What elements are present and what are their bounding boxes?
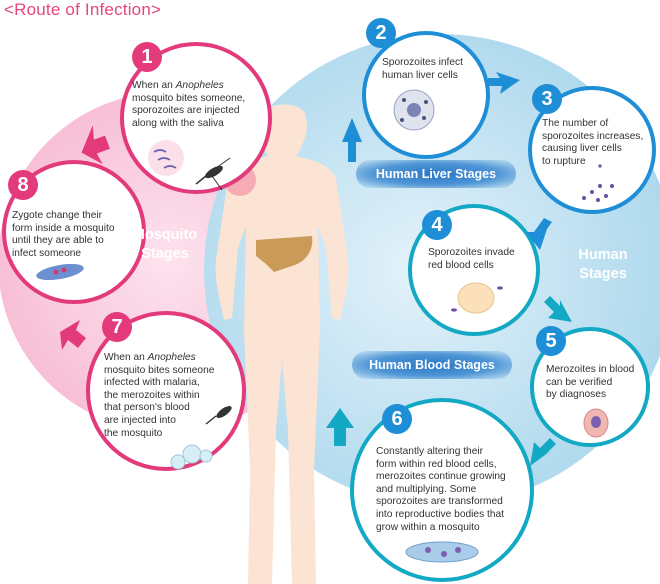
- step-3-line-2: sporozoites increases,: [542, 130, 644, 142]
- step-8-number: 8: [8, 170, 38, 200]
- step-6-line-2: form within red blood cells,: [376, 458, 497, 470]
- mosquito-stages-label: Mosquito Stages: [130, 226, 200, 264]
- step-3-line-3: causing liver cells: [542, 143, 622, 155]
- step-2-line-2: human liver cells: [382, 69, 458, 81]
- mosquito-icon-bite: [170, 406, 232, 470]
- step-5-line-2: can be verified: [546, 376, 613, 388]
- step-1-line-3: sporozoites are injected: [132, 105, 240, 117]
- species-name: Anopheles: [175, 80, 224, 91]
- arrow-7-to-8: [60, 320, 86, 350]
- step-2-line-1: Sporozoites infect: [382, 57, 463, 68]
- arrow-3-to-4: [526, 218, 552, 250]
- step-8-line-3: until they are able to: [12, 235, 104, 247]
- step-7-number: 7: [102, 312, 132, 342]
- ruptured-cell-icon: [582, 164, 614, 202]
- species-name: Anopheles: [147, 352, 196, 363]
- step-3-number: 3: [532, 84, 562, 114]
- human-stages-line-1: Human: [578, 247, 628, 263]
- step-1-line-2: mosquito bites someone,: [132, 92, 246, 104]
- liver-icon: [256, 236, 313, 272]
- sporozoite-saliva-icon: [148, 140, 184, 176]
- arrow-8-to-1: [81, 125, 110, 165]
- step-8-line-1: Zygote change their: [12, 210, 103, 221]
- step-6-line-3: merozoites continue growing: [376, 471, 506, 483]
- arrow-4-to-5: [544, 296, 572, 322]
- arrow-5-to-6: [530, 438, 556, 466]
- infected-cell-icon: [583, 408, 609, 438]
- step-3-line-1: The number of: [542, 118, 609, 129]
- step-6-line-6: into reproductive bodies that: [376, 508, 504, 520]
- arrow-6-to-7: [326, 408, 354, 446]
- mosquito-stages-line-1: Mosquito: [132, 227, 198, 243]
- step-7-line-1: When an Anopheles: [104, 352, 196, 363]
- human-liver-stages-label: Human Liver Stages: [356, 160, 516, 188]
- step-6-line-4: and multiplying. Some: [376, 483, 477, 495]
- multiplying-cells-icon: [405, 541, 479, 563]
- step-4-line-2: red blood cells: [428, 259, 494, 271]
- liver-cell-icon: [393, 89, 435, 131]
- step-6-line-7: grow within a mosquito: [376, 521, 480, 533]
- page-title: <Route of Infection>: [4, 0, 162, 19]
- step-8-line-4: infect someone: [12, 247, 82, 259]
- step-2-number: 2: [366, 18, 396, 48]
- flow-arrows: [60, 72, 572, 466]
- zygote-icon: [36, 263, 84, 281]
- human-stages-line-2: Stages: [579, 266, 627, 282]
- step-5-number: 5: [536, 326, 566, 356]
- step-5-line-1: Merozoites in blood: [546, 364, 635, 375]
- step-circles: [2, 31, 656, 582]
- step-7-line-5: that person's blood: [104, 402, 190, 414]
- human-blood-stages-label: Human Blood Stages: [352, 351, 512, 379]
- step-6-number: 6: [382, 404, 412, 434]
- step-7-line-3: infected with malaria,: [104, 377, 200, 389]
- step-7-line-2: mosquito bites someone: [104, 364, 215, 376]
- step-5-line-3: by diagnoses: [546, 389, 607, 401]
- red-blood-cell-icon: [451, 282, 503, 314]
- step-4-number: 4: [422, 210, 452, 240]
- step-6-line-1: Constantly altering their: [376, 446, 484, 457]
- arrow-1-to-2: [342, 118, 362, 162]
- mosquito-icon: [195, 157, 231, 191]
- step-7-line-6: are injected into: [104, 414, 176, 426]
- step-3-line-4: to rupture: [542, 155, 586, 167]
- step-7-line-7: the mosquito: [104, 427, 163, 439]
- arrow-2-to-3: [488, 72, 520, 94]
- step-8-line-2: form inside a mosquito: [12, 222, 115, 234]
- step-1-line-1: When an Anopheles: [132, 80, 224, 91]
- step-7-line-4: the merozoites within: [104, 389, 200, 401]
- step-6-line-5: sporozoites are transformed: [376, 496, 503, 508]
- step-1-line-4: along with the saliva: [132, 117, 224, 129]
- mosquito-stages-line-2: Stages: [141, 246, 189, 262]
- step-4-line-1: Sporozoites invade: [428, 247, 515, 258]
- human-stages-label: Human Stages: [564, 246, 642, 284]
- human-body-silhouette: [215, 104, 349, 584]
- step-1-number: 1: [132, 42, 162, 72]
